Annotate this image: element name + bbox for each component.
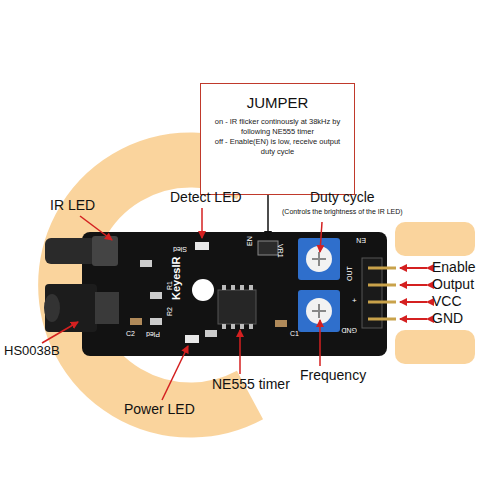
resistor bbox=[205, 330, 217, 337]
callout-text: off - Enable(EN) is low, receive output … bbox=[209, 137, 346, 157]
silkscreen-text: EN bbox=[356, 236, 366, 244]
pin-arrow bbox=[400, 318, 427, 320]
chip-pin bbox=[249, 285, 253, 290]
power-led bbox=[185, 335, 199, 343]
silkscreen-text: OUT bbox=[346, 266, 354, 281]
leader-line bbox=[320, 222, 322, 252]
pot-slot bbox=[312, 252, 326, 266]
callout-text: on - IR flicker continously at 38kHz by … bbox=[209, 117, 346, 137]
board-name: KeyesIR bbox=[170, 257, 182, 300]
mounting-hole bbox=[192, 279, 214, 301]
pin-arrows bbox=[400, 268, 427, 319]
header-pin bbox=[368, 301, 396, 304]
leader-line bbox=[80, 216, 112, 240]
resistor bbox=[140, 260, 152, 267]
silkscreen-text: C1 bbox=[290, 330, 299, 338]
ir-led-base bbox=[92, 236, 118, 266]
silkscreen-text: GND bbox=[341, 326, 357, 334]
chip-pin bbox=[222, 285, 226, 290]
silkscreen-text: EN bbox=[246, 236, 254, 246]
leader-lines bbox=[42, 208, 322, 400]
potentiometer bbox=[298, 238, 340, 280]
part-label: Frequency bbox=[300, 368, 366, 383]
pot-knob bbox=[306, 246, 332, 272]
header-pin bbox=[368, 318, 396, 321]
leader-line bbox=[162, 346, 188, 400]
chip-pin bbox=[240, 324, 244, 329]
jumper-pointer bbox=[267, 195, 269, 238]
chip-pin bbox=[240, 285, 244, 290]
part-label: Detect LED bbox=[170, 190, 242, 205]
leader-line bbox=[319, 320, 321, 366]
pin-label: VCC bbox=[432, 294, 462, 309]
silkscreen-text: R2 bbox=[166, 307, 174, 316]
ne555-chip bbox=[218, 290, 256, 324]
pin-label: GND bbox=[432, 311, 463, 326]
chip-pin bbox=[249, 324, 253, 329]
pin-arrow bbox=[400, 301, 427, 303]
ir-receiver bbox=[45, 284, 97, 332]
part-label: Duty cycle bbox=[310, 190, 375, 205]
part-label: HS0038B bbox=[4, 344, 60, 358]
potentiometer bbox=[298, 290, 340, 332]
pin-arrow bbox=[400, 284, 427, 286]
part-label: Power LED bbox=[124, 402, 195, 417]
detect-led bbox=[195, 242, 209, 250]
silkscreen-text: Pled bbox=[146, 330, 160, 338]
jumper-header bbox=[258, 241, 278, 255]
pin-label: Enable bbox=[432, 260, 476, 275]
pot-knob bbox=[306, 298, 332, 324]
receiver-leads bbox=[95, 292, 119, 324]
part-label: NE555 timer bbox=[212, 377, 290, 392]
silkscreen-text: Sled bbox=[173, 245, 187, 253]
part-label: IR LED bbox=[50, 198, 95, 213]
chip-pin bbox=[231, 324, 235, 329]
receiver-dome bbox=[44, 294, 60, 322]
silkscreen-text: VR1 bbox=[276, 244, 284, 258]
watermark-prong bbox=[395, 222, 475, 256]
pot-slot bbox=[312, 304, 326, 318]
header-pins bbox=[368, 268, 396, 319]
watermark-prong bbox=[395, 330, 475, 364]
pin-arrow bbox=[400, 267, 427, 269]
ir-led bbox=[45, 238, 97, 264]
pcb-board bbox=[82, 232, 387, 356]
chip-pin bbox=[222, 324, 226, 329]
pin-label: Output bbox=[432, 277, 474, 292]
leader-line bbox=[239, 330, 241, 374]
header-pin bbox=[368, 267, 396, 270]
silkscreen-text: R1 bbox=[166, 281, 174, 290]
chip-pins bbox=[222, 285, 253, 329]
chip-pin bbox=[231, 285, 235, 290]
resistor bbox=[150, 292, 162, 299]
resistor bbox=[150, 318, 162, 325]
silkscreen-text: + bbox=[352, 297, 357, 306]
capacitor bbox=[130, 318, 142, 325]
part-note: (Controls the brightness of the IR LED) bbox=[282, 208, 403, 216]
capacitor bbox=[275, 320, 287, 327]
callout-title: JUMPER bbox=[209, 94, 346, 111]
leader-line bbox=[201, 208, 203, 238]
header-pin bbox=[368, 284, 396, 287]
silkscreen-text: C2 bbox=[126, 330, 135, 338]
callout-box: JUMPER on - IR flicker continously at 38k… bbox=[200, 83, 355, 195]
leader-line bbox=[42, 322, 78, 343]
